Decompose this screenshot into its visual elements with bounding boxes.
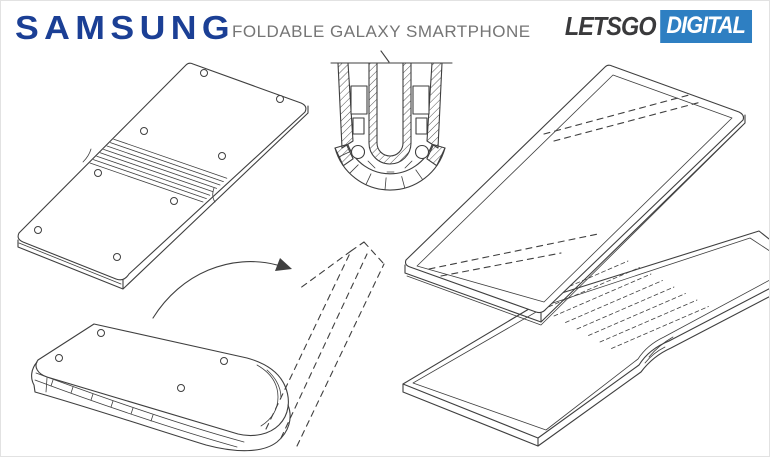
letsgodigital-logo: LETSGO DIGITAL bbox=[565, 10, 752, 43]
figure-unfolded-back-view bbox=[17, 62, 309, 290]
figure-folded-phone bbox=[31, 323, 291, 452]
header: SAMSUNG FOLDABLE GALAXY SMARTPHONE LETSG… bbox=[1, 1, 769, 53]
page-title: FOLDABLE GALAXY SMARTPHONE bbox=[232, 22, 531, 41]
digital-wordmark: DIGITAL bbox=[660, 10, 752, 43]
unfold-arrow bbox=[152, 258, 292, 319]
figure-open-cover-dashed bbox=[265, 241, 385, 447]
letsgo-wordmark: LETSGO bbox=[564, 11, 657, 41]
figure-unfolded-rear-panel bbox=[402, 230, 769, 447]
figure-unfolded-front-panel bbox=[404, 64, 746, 326]
figure-hinge-cross-section bbox=[330, 50, 453, 191]
screw-holes bbox=[34, 69, 284, 261]
screw-holes bbox=[55, 329, 228, 392]
samsung-logo: SAMSUNG bbox=[15, 9, 235, 46]
